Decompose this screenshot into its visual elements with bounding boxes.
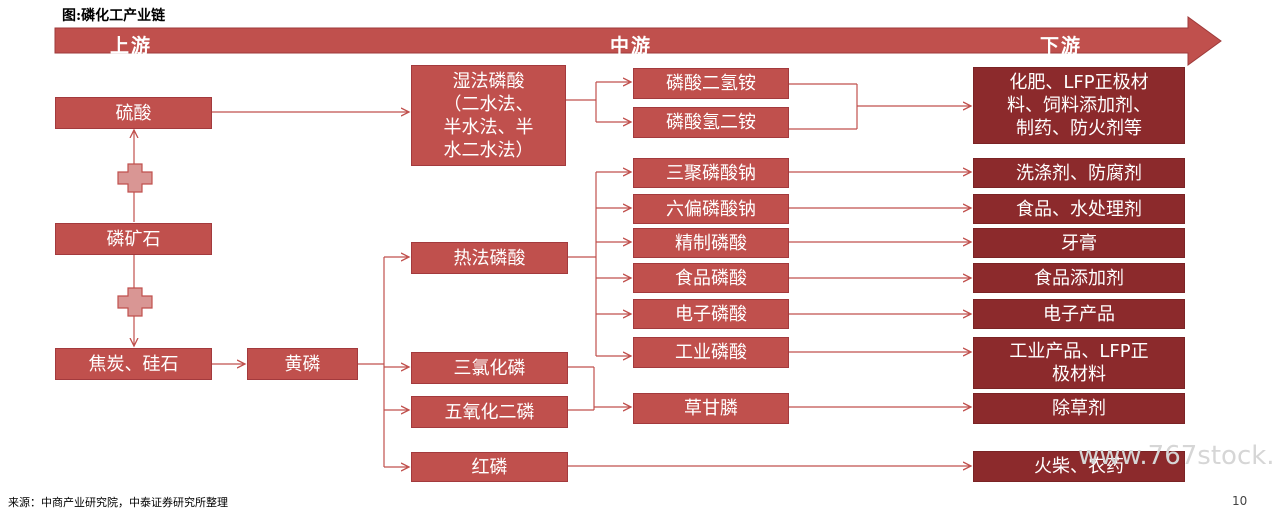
node-red-phosphorus: 红磷: [411, 452, 568, 482]
node-shmp: 六偏磷酸钠: [633, 194, 789, 224]
stage-upstream: 上游: [110, 35, 153, 57]
downstream-toothpaste: 牙膏: [973, 228, 1185, 258]
node-dap: 磷酸氢二铵: [633, 107, 789, 138]
stage-downstream: 下游: [1040, 35, 1083, 57]
downstream-food-additive: 食品添加剂: [973, 263, 1185, 293]
node-yellow-phosphorus: 黄磷: [247, 348, 358, 380]
node-phosphorus-pentoxide: 五氧化二磷: [411, 396, 568, 428]
source-note: 来源：中商产业研究院，中泰证券研究所整理: [8, 496, 228, 509]
downstream-matches: 火柴、农药: [973, 451, 1185, 482]
downstream-detergent: 洗涤剂、防腐剂: [973, 158, 1185, 188]
node-thermal-process-acid: 热法磷酸: [411, 242, 568, 274]
watermark: www.767stock.com: [1078, 441, 1274, 471]
node-sulfuric-acid: 硫酸: [55, 97, 212, 129]
downstream-industrial: 工业产品、LFP正 极材料: [973, 337, 1185, 389]
plus-icon: [117, 287, 153, 317]
node-phosphorus-trichloride: 三氯化磷: [411, 352, 568, 384]
node-wet-process-acid: 湿法磷酸 （二水法、 半水法、半 水二水法）: [411, 65, 566, 166]
node-phosphate-rock: 磷矿石: [55, 223, 212, 255]
page-number: 10: [1232, 494, 1248, 508]
node-industrial-acid: 工业磷酸: [633, 337, 789, 368]
downstream-herbicide: 除草剂: [973, 393, 1185, 424]
stage-midstream: 中游: [610, 35, 653, 57]
node-refined-acid: 精制磷酸: [633, 228, 789, 258]
node-food-acid: 食品磷酸: [633, 263, 789, 293]
stage-banner-arrow: [54, 16, 1222, 66]
downstream-fertilizer: 化肥、LFP正极材 料、饲料添加剂、 制药、防火剂等: [973, 67, 1185, 144]
node-electronic-acid: 电子磷酸: [633, 299, 789, 329]
downstream-food-water: 食品、水处理剂: [973, 194, 1185, 224]
plus-icon: [117, 163, 153, 193]
downstream-electronics: 电子产品: [973, 299, 1185, 329]
node-stpp: 三聚磷酸钠: [633, 158, 789, 188]
node-map: 磷酸二氢铵: [633, 68, 789, 99]
figure-title: 图:磷化工产业链: [62, 8, 166, 24]
node-glyphosate: 草甘膦: [633, 393, 789, 424]
node-coke-silica: 焦炭、硅石: [55, 348, 212, 380]
